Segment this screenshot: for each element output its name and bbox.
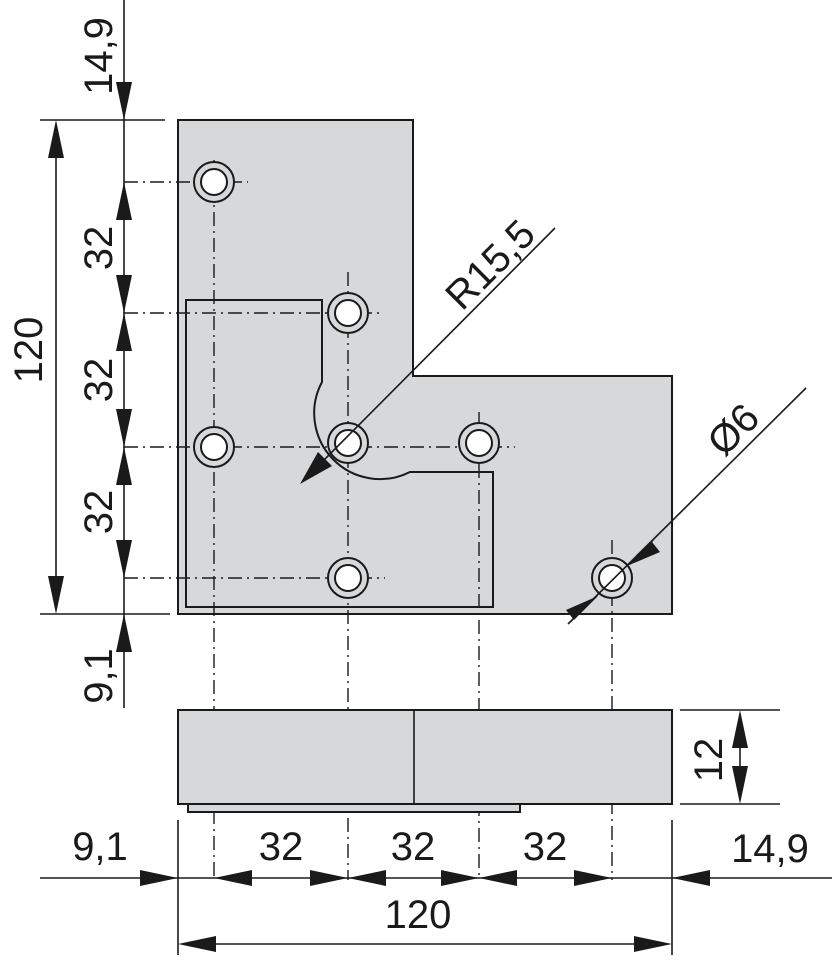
spacing-label: 32: [391, 825, 436, 869]
side-height-label: 12: [687, 738, 731, 783]
hole: [327, 292, 369, 334]
diameter-label: Ø6: [699, 396, 768, 465]
side-height-dimension: 12: [680, 709, 780, 805]
bottom-dimensions: [40, 820, 832, 955]
spacing-label: 32: [259, 825, 304, 869]
hole: [327, 422, 369, 464]
top-offset-label: 14,9: [77, 17, 121, 95]
spacing-label: 32: [77, 358, 121, 403]
plate-top-view: [177, 119, 673, 615]
bottom-dimension-labels: 9,1 32 32 32 14,9 120: [72, 825, 809, 937]
hole: [327, 557, 369, 599]
left-dimensions: [40, 0, 170, 708]
plate-side-view: [177, 709, 673, 813]
left-dimension-labels: 14,9 120 32 32 32 9,1: [7, 17, 121, 704]
width-total-label: 120: [385, 893, 452, 937]
height-total-label: 120: [7, 317, 51, 384]
radius-label: R15,5: [437, 212, 544, 319]
hole: [193, 426, 235, 468]
bottom-right-offset-label: 14,9: [731, 827, 809, 871]
bottom-left-offset-label: 9,1: [72, 825, 128, 869]
bottom-offset-label: 9,1: [77, 648, 121, 704]
hole: [591, 557, 633, 599]
hole: [193, 161, 235, 203]
spacing-label: 32: [523, 825, 568, 869]
holes: [193, 161, 633, 599]
spacing-label: 32: [77, 490, 121, 535]
spacing-label: 32: [77, 226, 121, 271]
hole: [458, 422, 500, 464]
